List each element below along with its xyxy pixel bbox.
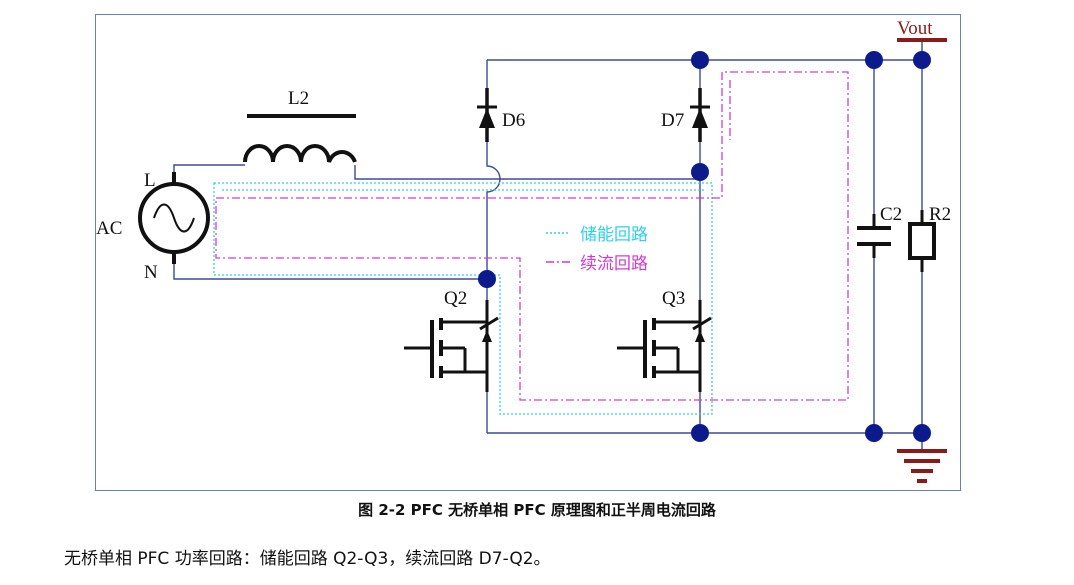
node	[691, 424, 709, 442]
wires	[173, 40, 923, 450]
node	[691, 51, 709, 69]
label-ac: AC	[96, 218, 122, 239]
node	[865, 51, 883, 69]
diode-d6	[477, 88, 497, 142]
freewheel-loop-path	[215, 71, 849, 401]
resistor-r2	[908, 210, 936, 272]
figure-frame	[95, 14, 961, 491]
figure-caption: 图 2-2 PFC 无桥单相 PFC 原理图和正半周电流回路	[358, 501, 716, 519]
node	[913, 51, 931, 69]
label-q2: Q2	[444, 288, 467, 309]
mosfet-q3	[617, 300, 712, 392]
diode-d7	[690, 88, 710, 142]
node	[913, 424, 931, 442]
body-paragraph: 无桥单相 PFC 功率回路：储能回路 Q2-Q3，续流回路 D7-Q2。	[64, 549, 551, 569]
capacitor-c2	[857, 214, 891, 258]
label-d6: D6	[502, 110, 525, 131]
node	[691, 163, 709, 181]
label-l2: L2	[288, 88, 309, 109]
legend-storage-loop: 储能回路	[580, 225, 648, 245]
ac-source	[138, 172, 210, 264]
inductor-l2	[243, 114, 357, 163]
label-d7: D7	[661, 110, 684, 131]
label-q3: Q3	[662, 288, 685, 309]
node	[865, 424, 883, 442]
label-vout: Vout	[897, 18, 933, 39]
label-n: N	[144, 262, 158, 283]
junction-nodes	[478, 51, 931, 442]
legend-freewheel-loop: 续流回路	[580, 254, 648, 274]
label-r2: R2	[929, 204, 951, 225]
ground-symbol	[897, 449, 947, 483]
label-l: L	[144, 170, 156, 191]
storage-loop-path	[213, 182, 713, 415]
node	[478, 270, 496, 288]
pfc-schematic: 储能回路 续流回路 Vout L2 D6 D7 L AC N Q2 Q3 C2 …	[96, 18, 951, 483]
legend: 储能回路 续流回路	[546, 225, 648, 274]
mosfet-q2	[404, 300, 499, 392]
label-c2: C2	[880, 204, 902, 225]
